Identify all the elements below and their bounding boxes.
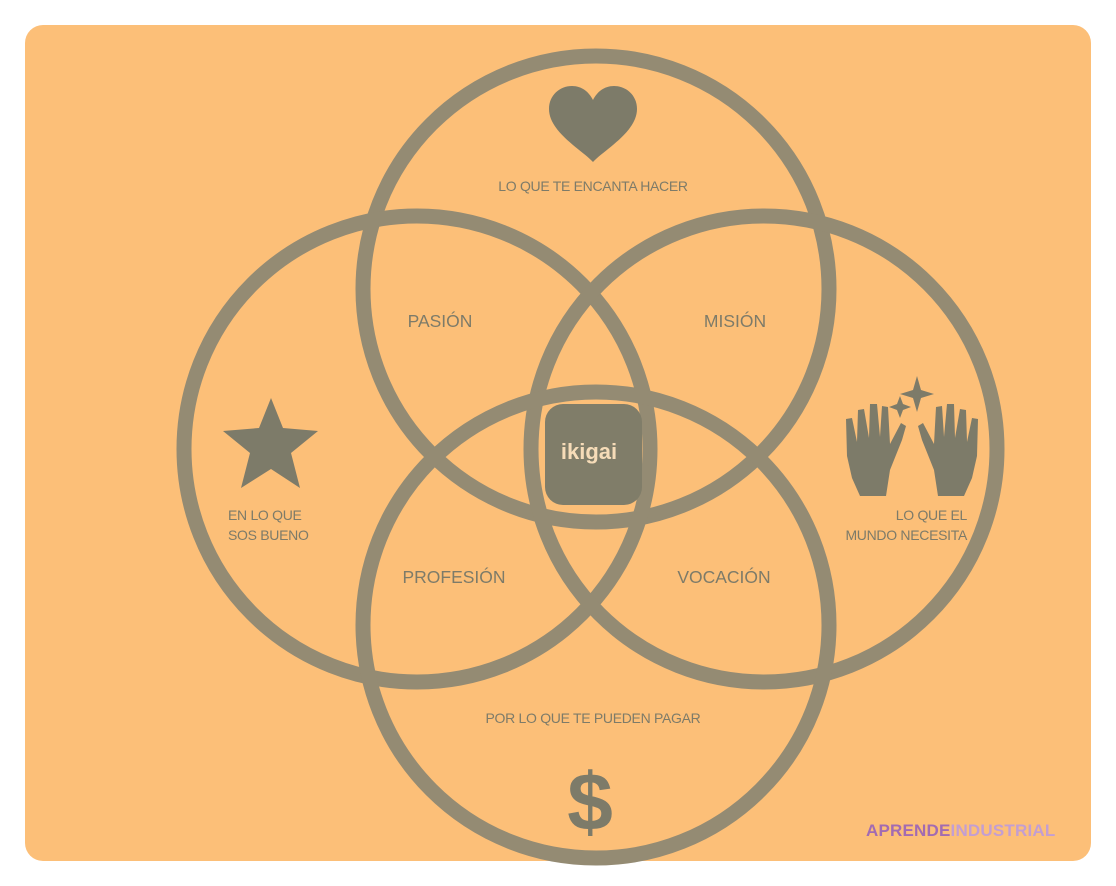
ikigai-center-box — [545, 404, 642, 505]
label-good-at-line1: EN LO QUE — [228, 507, 302, 523]
star-icon — [223, 398, 318, 488]
ring-paid-for — [355, 384, 837, 866]
label-good-at-line2: SOS BUENO — [228, 527, 309, 543]
ring-good-at — [176, 208, 658, 690]
label-world-needs-line2: MUNDO NECESITA — [845, 527, 968, 543]
label-mision: MISIÓN — [704, 310, 766, 331]
label-world-needs-line1: LO QUE EL — [896, 507, 968, 523]
watermark-part2: INDUSTRIAL — [950, 821, 1056, 840]
ring-love — [355, 48, 837, 530]
dollar-icon: $ — [567, 757, 613, 848]
watermark-logo: APRENDEINDUSTRIAL — [866, 821, 1055, 841]
label-pasion: PASIÓN — [408, 310, 473, 331]
raised-hands-sparkle-icon — [846, 376, 978, 496]
label-paid-for: POR LO QUE TE PUEDEN PAGAR — [486, 710, 701, 726]
ikigai-center-label: ikigai — [561, 439, 617, 464]
label-vocacion: VOCACIÓN — [677, 566, 770, 587]
watermark-part1: APRENDE — [866, 821, 951, 840]
label-profesion: PROFESIÓN — [402, 566, 505, 587]
heart-icon — [549, 86, 637, 162]
ring-world-needs — [523, 208, 1005, 690]
label-what-you-love: LO QUE TE ENCANTA HACER — [498, 178, 688, 194]
